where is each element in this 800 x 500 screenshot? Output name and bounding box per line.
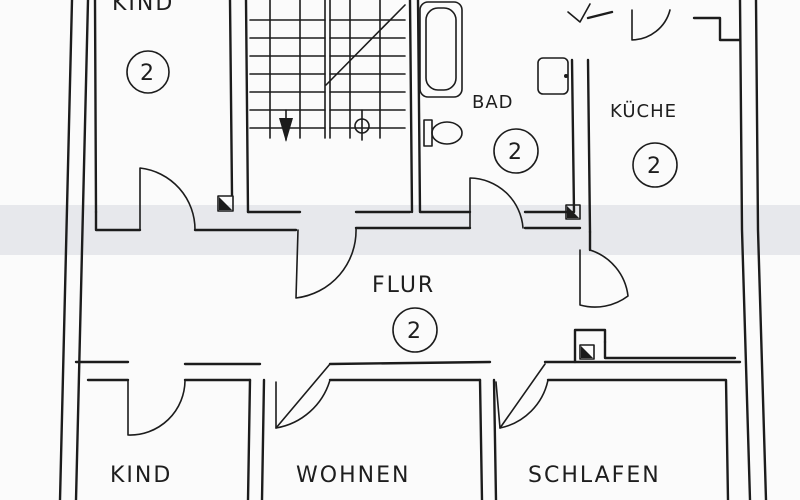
chimney-markers	[217, 195, 595, 360]
staircase	[249, 0, 406, 142]
room-label-bad: BAD	[472, 92, 514, 113]
room-label-flur: FLUR	[372, 273, 435, 298]
interior-walls	[74, 0, 742, 500]
room-label-kind-top: KIND	[112, 0, 174, 16]
room-label-wohnen: WOHNEN	[296, 463, 410, 488]
bathroom-fixtures	[419, 1, 569, 147]
room-label-schlafen: SCHLAFEN	[528, 463, 661, 488]
room-number-kind-top: 2	[140, 61, 154, 86]
room-number-bad: 2	[508, 140, 522, 165]
room-label-kind-bottom: KIND	[110, 463, 172, 488]
room-number-flur: 2	[407, 319, 421, 344]
room-number-circles	[126, 50, 678, 353]
room-number-kueche: 2	[647, 154, 661, 179]
room-label-kueche: KÜCHE	[610, 100, 677, 122]
outer-walls	[58, 0, 768, 500]
doors	[127, 3, 671, 436]
